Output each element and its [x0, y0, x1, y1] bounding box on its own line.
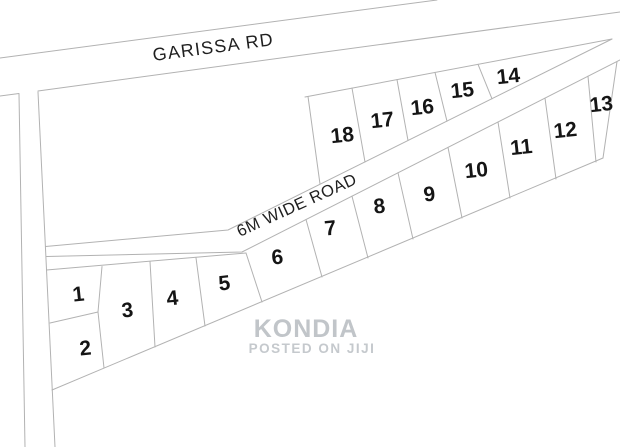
plot-row-wedge-boundaries [304, 38, 613, 185]
divider-9-10 [447, 146, 463, 219]
plot-label-6: 6 [270, 245, 284, 269]
garissa-road-lower-edge-west-stub [0, 93, 20, 97]
divider-16-15 [434, 71, 448, 122]
six-m-road-label: 6M WIDE ROAD [234, 170, 360, 240]
road-labels: GARISSA RD 6M WIDE ROAD [151, 29, 359, 240]
garissa-road [0, 0, 620, 97]
garissa-road-upper-edge [0, 0, 438, 59]
wedge-top-boundary [304, 38, 613, 98]
south-row-bottom-boundary [51, 157, 604, 391]
six-m-road-north-edge [45, 38, 613, 247]
plot18-west-edge [307, 96, 321, 185]
divider-17-16 [396, 79, 409, 141]
plot-label-14: 14 [496, 64, 522, 89]
plot-label-9: 9 [422, 182, 436, 206]
divider-15-14 [477, 63, 493, 100]
plot-label-3: 3 [120, 298, 134, 322]
garissa-road-label: GARISSA RD [151, 29, 275, 65]
divider-11-12 [544, 97, 557, 180]
plot-label-8: 8 [372, 194, 386, 218]
plot-label-15: 15 [450, 78, 476, 103]
plot-label-12: 12 [553, 118, 579, 143]
plot-label-17: 17 [370, 108, 396, 133]
divider-1-2 [49, 311, 99, 324]
divider-12-13 [587, 75, 597, 163]
plot-label-18: 18 [330, 123, 356, 148]
plot-label-10: 10 [464, 158, 490, 183]
plot-labels: 1 2 3 4 5 6 7 8 9 10 11 12 13 14 15 16 1… [71, 64, 614, 361]
plot-label-4: 4 [165, 286, 179, 310]
divider-18-17 [351, 87, 366, 163]
plot1-east-edge [97, 266, 103, 313]
divider-4-5 [195, 257, 206, 327]
plot-label-11: 11 [509, 135, 534, 160]
plot-label-2: 2 [78, 336, 92, 360]
six-m-wide-road [45, 38, 620, 257]
divider-10-11 [497, 121, 511, 199]
six-m-road-south-edge [46, 59, 620, 257]
plot-label-1: 1 [71, 282, 85, 306]
divider-3-4 [149, 261, 156, 348]
garissa-road-lower-edge [37, 11, 620, 92]
watermark: KONDIA POSTED ON JIJI [249, 315, 376, 356]
watermark-caption: POSTED ON JIJI [249, 341, 376, 356]
divider-2-3 [97, 311, 105, 369]
watermark-title: KONDIA [254, 315, 359, 343]
plot-label-16: 16 [410, 95, 436, 120]
divider-6-7 [305, 219, 323, 278]
divider-5-6 [245, 252, 263, 303]
access-road-west-edge [18, 93, 26, 447]
plots-1-5-top-boundary [46, 252, 247, 271]
divider-7-8 [351, 195, 369, 259]
plot-label-5: 5 [217, 271, 231, 295]
plot13-east-edge [602, 61, 618, 159]
plot-label-7: 7 [323, 216, 337, 240]
divider-8-9 [397, 172, 414, 240]
plot-label-13: 13 [589, 92, 615, 117]
plot-row-south-boundaries [46, 61, 618, 391]
